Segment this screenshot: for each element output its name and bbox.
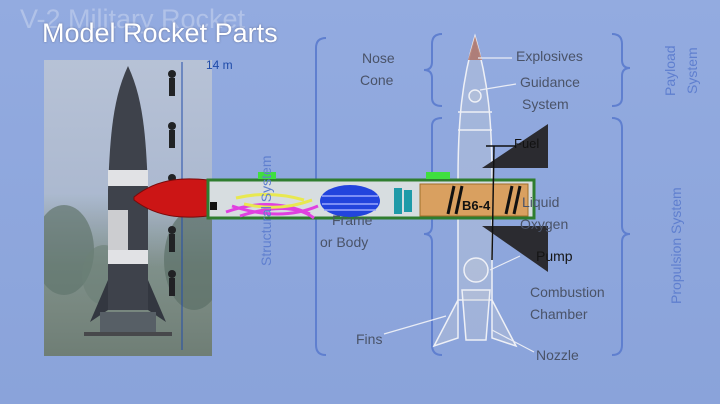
background-title: V-2 Military Rocket [20, 4, 246, 34]
nose-cone-label-2: Cone [360, 72, 394, 88]
payload-system-label-1: Payload [662, 45, 678, 96]
nose-cone-label-1: Nose [362, 50, 395, 66]
nozzle-label: Nozzle [536, 347, 579, 363]
fuel-label: Fuel [514, 136, 540, 151]
leader-lines [383, 57, 535, 353]
combustion-label-2: Chamber [530, 306, 588, 322]
combustion-label-1: Combustion [530, 284, 605, 300]
wadding [235, 192, 313, 209]
pump-label: Pump [536, 248, 573, 264]
frame-label-2: or Body [320, 234, 369, 250]
guidance-label-2: System [522, 96, 569, 112]
slide-title: Model Rocket Parts [42, 18, 278, 48]
payload-bracket [611, 33, 631, 107]
lower-fin [482, 226, 548, 272]
model-rocket [133, 172, 536, 220]
height-measurement: 14 m [206, 58, 233, 72]
liquid-oxygen-label-2: Oxygen [520, 216, 569, 232]
launch-lug-2 [426, 172, 450, 179]
v2-photo-illustration [44, 62, 212, 350]
explosives-label: Explosives [516, 48, 583, 64]
shock-cord [225, 203, 319, 220]
guidance-label-1: Guidance [520, 74, 580, 90]
payload-system-label-2: System [684, 47, 700, 94]
engine-label: B6-4 [462, 198, 491, 213]
fins-label: Fins [356, 331, 383, 347]
nose-cone-bracket [423, 33, 443, 107]
liquid-oxygen-label-1: Liquid [522, 194, 560, 210]
parachute [320, 185, 380, 217]
propulsion-bracket [611, 117, 631, 356]
structural-system-label: Structural System [258, 155, 274, 266]
v2-cutaway-diagram [432, 33, 518, 348]
frame-label-1: Frame [332, 212, 373, 228]
launch-lug [258, 172, 276, 179]
propulsion-system-label: Propulsion System [668, 187, 684, 304]
frame-bracket [423, 117, 443, 356]
dark-leader-lines [486, 145, 516, 261]
